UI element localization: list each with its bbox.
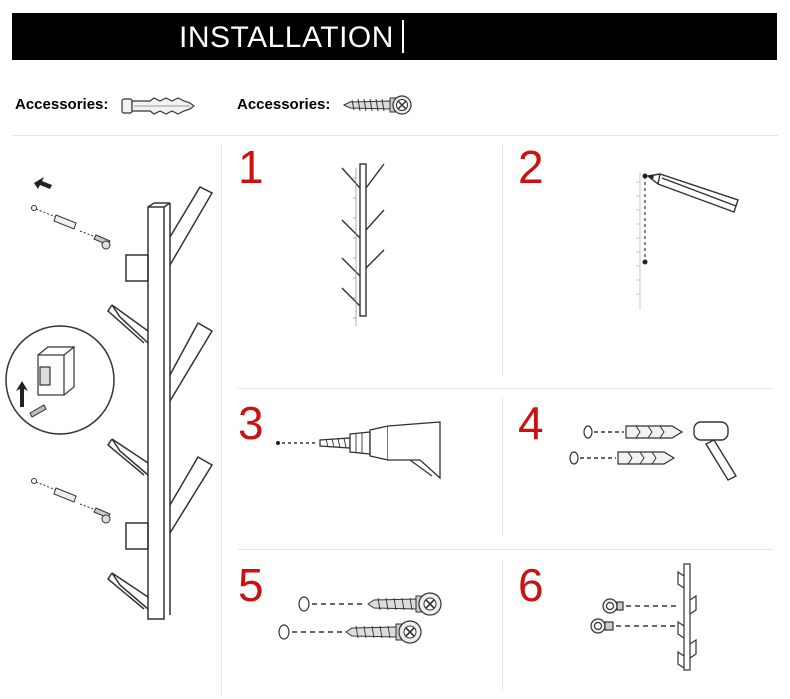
step3-drill-illustration xyxy=(276,421,441,480)
step5-screws-illustration xyxy=(278,592,442,644)
page-title: INSTALLATION xyxy=(179,21,394,54)
step-number-3: 3 xyxy=(238,397,264,449)
accessories-label-screw: Accessories: xyxy=(237,96,331,113)
installation-banner: INSTALLATION xyxy=(12,13,777,60)
title-cursor-bar xyxy=(402,20,404,53)
row1-bottom-divider xyxy=(237,388,773,389)
accessories-label-anchor: Accessories: xyxy=(15,96,109,113)
step4-hammer-anchors-illustration xyxy=(569,421,737,481)
step-number-5: 5 xyxy=(238,559,264,611)
row2-divider xyxy=(502,397,503,537)
row1-divider xyxy=(502,145,503,377)
step6-hang-rack-illustration xyxy=(590,563,697,671)
step-number-6: 6 xyxy=(518,559,544,611)
row3-divider xyxy=(502,560,503,690)
left-column-divider xyxy=(221,145,222,695)
wall-anchor-icon xyxy=(121,97,195,115)
step-number-4: 4 xyxy=(518,397,544,449)
step-number-1: 1 xyxy=(238,141,264,193)
step1-rack-ruler-illustration xyxy=(341,163,385,326)
step2-pencil-marking-illustration xyxy=(636,172,739,310)
row2-bottom-divider xyxy=(237,549,773,550)
screw-icon xyxy=(342,95,412,115)
accessories-divider xyxy=(12,135,778,136)
step-number-2: 2 xyxy=(518,141,544,193)
rack-overview-illustration xyxy=(5,177,214,620)
